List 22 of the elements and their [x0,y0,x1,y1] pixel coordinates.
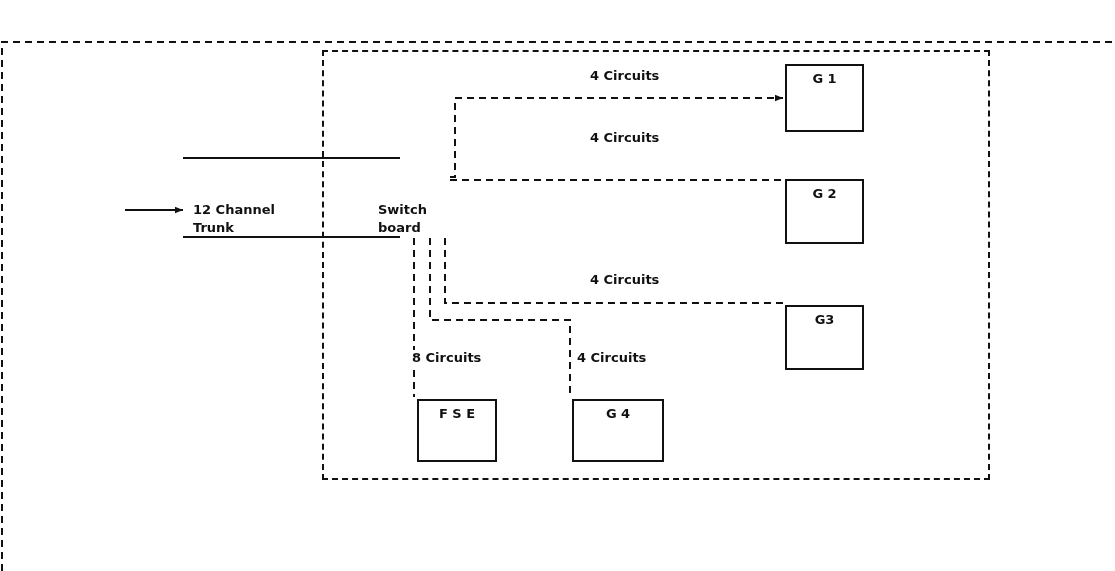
unit-box [572,399,664,462]
unit-label: F S E [437,405,477,423]
edge-label: 4 Circuits [588,68,662,83]
node-label: 12 Channel Trunk [193,201,276,237]
unit-label: G 4 [604,405,632,423]
arrow [124,206,184,214]
unit-box [785,305,864,370]
unit-box [785,64,864,132]
edge-label: 4 Circuits [588,272,662,287]
unit-label: G3 [813,311,836,329]
node-label: Switch board [378,201,428,237]
dashed-connector [449,94,784,178]
edge-label: 4 Circuits [588,130,662,145]
unit-box [785,179,864,244]
dashed-connector [444,237,784,304]
edge-label: 8 Circuits [410,350,484,365]
unit-label: G 1 [811,70,838,88]
unit-box [417,399,497,462]
dashed-connector [413,237,415,398]
dashed-connector [449,179,784,181]
unit-label: G 2 [811,185,838,203]
edge-label: 4 Circuits [575,350,649,365]
